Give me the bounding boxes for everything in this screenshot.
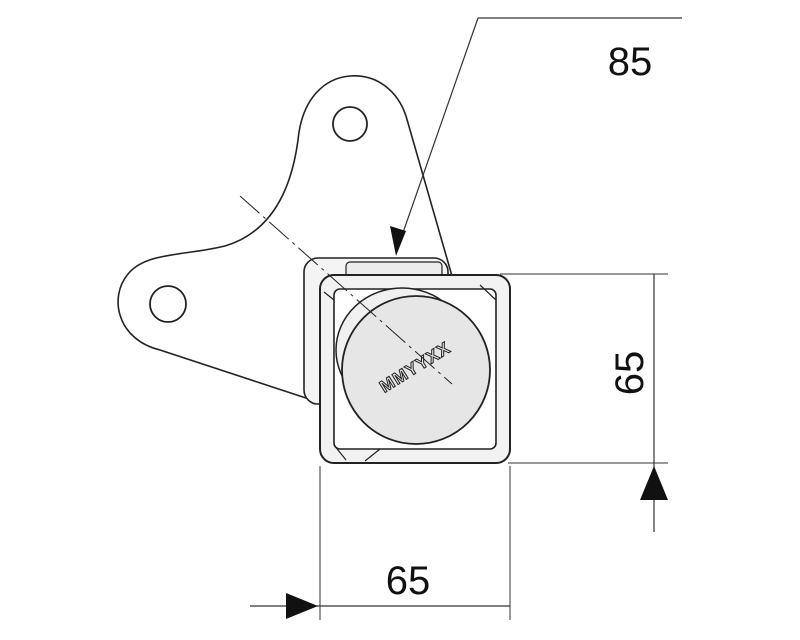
tube-corner-line xyxy=(333,444,347,461)
tube-corner-line xyxy=(479,284,497,301)
width-dimension: 65 xyxy=(250,466,511,620)
width-dimension-label: 65 xyxy=(386,559,431,603)
height-arrowhead xyxy=(640,466,668,500)
diagonal-dimension-label: 85 xyxy=(608,40,653,84)
tube-corner-line xyxy=(364,448,381,462)
width-arrowhead xyxy=(286,593,318,619)
tube-corner-line xyxy=(323,291,335,301)
cap-face xyxy=(341,295,491,445)
diagonal-center-line xyxy=(239,195,453,385)
diagonal-arrowhead xyxy=(390,226,406,256)
diagonal-dimension: 85 xyxy=(239,17,682,385)
height-dimension: 65 xyxy=(500,273,668,532)
round-end-cap: MMYYXX xyxy=(335,287,491,445)
diagonal-leader-line xyxy=(398,17,479,245)
left-mounting-hole xyxy=(149,285,187,323)
height-dimension-label: 65 xyxy=(608,351,652,396)
upper-mounting-hole xyxy=(332,106,368,142)
